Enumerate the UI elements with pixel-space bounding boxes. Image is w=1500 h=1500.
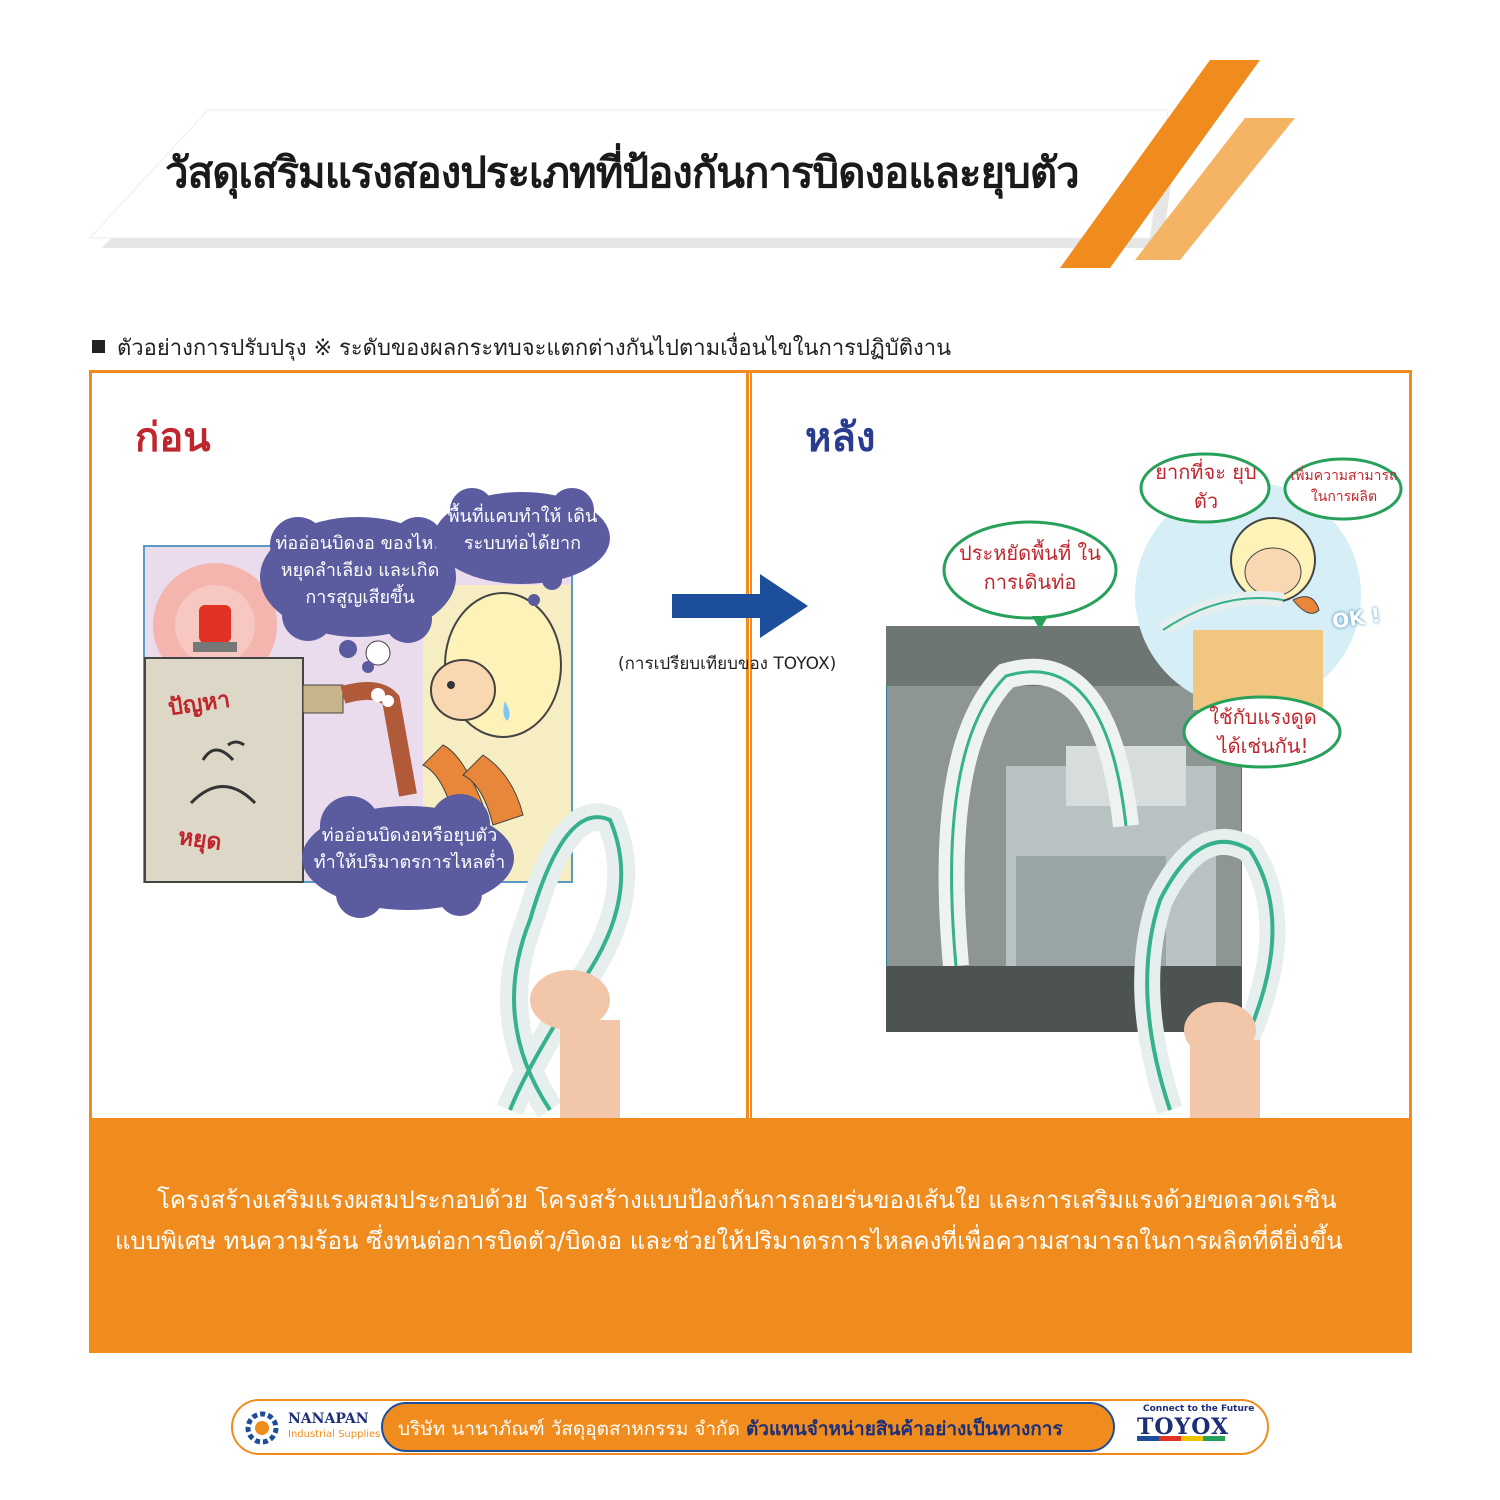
- before-machine-stop: หยุด: [176, 824, 224, 856]
- subtitle: ตัวอย่างการปรับปรุง ※ ระดับของผลกระทบจะแ…: [92, 330, 951, 365]
- panel-divider-line: [749, 373, 750, 1120]
- after-label: หลัง: [805, 415, 876, 461]
- nanapan-logo: NANAPAN: [288, 1411, 369, 1427]
- title-stripes: [1060, 60, 1295, 268]
- description-text: โครงสร้างเสริมแรงผสมประกอบด้วย โครงสร้าง…: [115, 1186, 1343, 1255]
- toyox-tagline: Connect to the Future: [1143, 1404, 1255, 1414]
- after-bubble-3: [1283, 457, 1403, 521]
- after-bubble-2: [1139, 452, 1271, 524]
- before-bubble-2-text: พื้นที่แคบทำให้ เดินระบบท่อได้ยาก: [447, 506, 598, 554]
- after-bubble-4: [1182, 695, 1342, 769]
- after-bubble-2-text: ยากที่จะ ยุบตัว: [1155, 460, 1257, 513]
- after-bubble-3-text: เพิ่มความสามารถ ในการผลิต: [1290, 468, 1398, 505]
- before-bubble-1-text: ท่ออ่อนบิดงอ ของไหลหยุดลำเลียง และเกิดกา…: [275, 533, 445, 608]
- before-label: ก่อน: [135, 415, 211, 461]
- nanapan-gear-icon: [245, 1411, 279, 1445]
- after-machine-photo: [886, 626, 1242, 1032]
- square-bullet-icon: [92, 340, 105, 353]
- after-hose-photo: [1134, 828, 1286, 1120]
- toyox-logo: TOYOX: [1137, 1414, 1230, 1440]
- before-bubble-2: [434, 488, 610, 606]
- before-bubble-3-text: ท่ออ่อนบิดงอหรือยุบตัว ทำให้ปริมาตรการไห…: [313, 825, 506, 873]
- page-title: วัสดุเสริมแรงสองประเภทที่ป้องกันการบิดงอ…: [165, 148, 1080, 197]
- after-bubble-1: [942, 520, 1118, 630]
- before-bubble-1: [260, 517, 456, 673]
- comparison-caption: (การเปรียบเทียบของ TOYOX): [618, 654, 837, 674]
- nanapan-tagline: Industrial Supplies: [288, 1429, 381, 1440]
- footer-banner: [231, 1399, 1269, 1455]
- after-worker-illustration: [1135, 482, 1361, 710]
- before-hose-photo: [497, 803, 636, 1120]
- footer-company: บริษัท นานาภัณฑ์ วัสดุอุตสาหกรรม จำกัด ต…: [398, 1414, 1063, 1444]
- title-banner: [88, 109, 1180, 248]
- company-name: บริษัท นานาภัณฑ์ วัสดุอุตสาหกรรม จำกัด: [398, 1418, 740, 1440]
- subtitle-text: ตัวอย่างการปรับปรุง ※ ระดับของผลกระทบจะแ…: [117, 336, 952, 361]
- distributor-text: ตัวแทนจำหน่ายสินค้าอย่างเป็นทางการ: [745, 1418, 1063, 1440]
- comparison-arrow-icon: [672, 574, 808, 638]
- after-bubble-4-text: ใช้กับแรงดูด ได้เช่นกัน!: [1209, 705, 1317, 758]
- before-bubble-3: [302, 794, 514, 918]
- after-bubble-1-text: ประหยัดพื้นที่ ในการเดินท่อ: [959, 541, 1101, 594]
- description-box: [89, 1118, 1412, 1353]
